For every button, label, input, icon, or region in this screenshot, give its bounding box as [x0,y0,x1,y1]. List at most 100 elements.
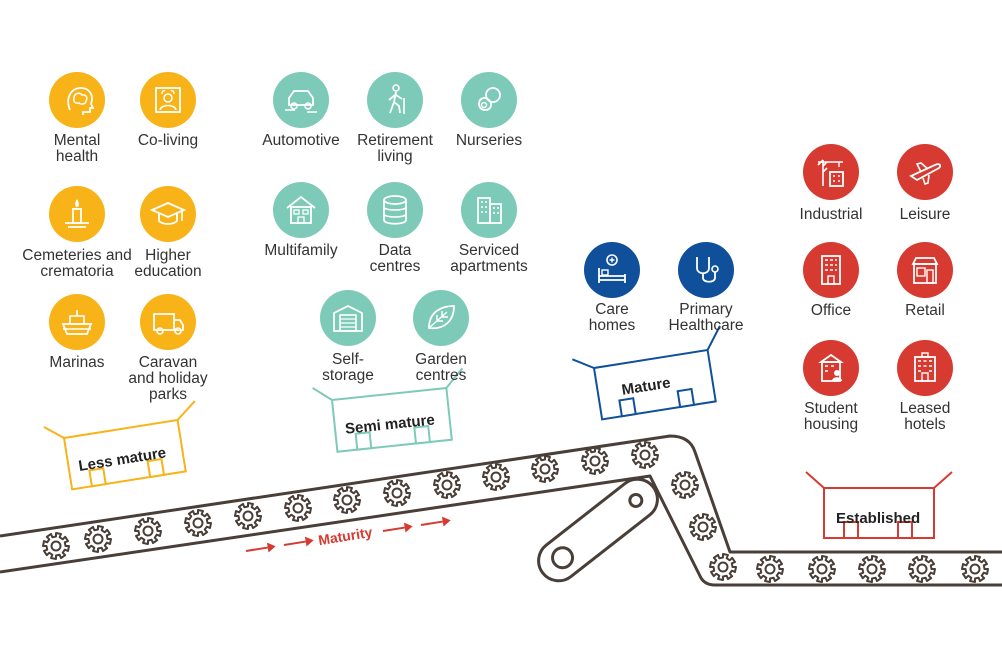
database-icon [367,182,423,238]
semi-mature-box: Semi mature [312,367,464,453]
sector-label: Co-living [138,133,198,149]
gear-icon [671,471,699,499]
mature-box: Mature [571,325,721,421]
sector-label-line: Retail [905,302,945,319]
sector-label-line: health [55,148,99,165]
sector-label-line: Automotive [262,132,340,149]
sector-label-line: Self- [332,351,364,368]
sector-label-line: Mental [53,132,101,149]
arrow-icon [382,522,413,533]
gear-icon [531,455,559,483]
sector-label: Office [811,303,851,319]
leaf-icon [413,290,469,346]
candle-icon [49,186,105,242]
sector-label-line: Caravan [138,354,198,371]
gear-icon [709,553,737,581]
arrow-icon [420,516,451,527]
gear-icon [482,463,510,491]
sector-label-line: living [377,148,413,165]
sector-label-line: Healthcare [668,317,744,334]
sector-label-line: parks [149,386,187,403]
gear-icon [84,525,112,553]
sector-label: Automotive [262,133,340,149]
gear-icon [284,494,312,522]
sector-label-line: Serviced [458,242,520,259]
sector-label: Multifamily [264,243,337,259]
sector-label-line: Leased [899,400,951,417]
sector-label: Self-storage [322,352,374,384]
stethoscope-icon [678,242,734,298]
shopfront-icon [897,242,953,298]
caravan-icon [140,294,196,350]
sector-label: Leisure [900,207,951,223]
boat-icon [49,294,105,350]
sector-label-line: Cemeteries and [22,247,132,264]
sector-label-line: Retirement [357,132,433,149]
gear-icon [234,502,262,530]
sector-label-line: Leisure [899,206,951,223]
hotel-icon [897,340,953,396]
gear-icon [961,555,989,583]
sector-label-line: Care [595,301,629,318]
airplane-icon [897,144,953,200]
sector-label-line: apartments [450,258,528,275]
gear-icon [383,479,411,507]
gear-icon [581,447,609,475]
storage-unit-icon [320,290,376,346]
sector-label-line: centres [415,367,467,384]
sector-label-line: Marinas [49,354,105,371]
gear-icon [858,555,886,583]
gear-icon [908,555,936,583]
sector-label-line: hotels [904,416,946,433]
brain-head-icon [49,72,105,128]
sector-label-line: Garden [415,351,467,368]
sector-label-line: education [134,263,202,280]
established-box: Established [805,471,953,539]
graduation-cap-icon [140,186,196,242]
arrow-icon [283,536,314,547]
gear-icon [184,509,212,537]
less-mature-box: Less mature [43,400,196,491]
sector-label-line: homes [588,317,636,334]
gear-icon [134,517,162,545]
gear-icon [756,555,784,583]
sector-label-line: storage [322,367,374,384]
sector-label-line: Office [810,302,852,319]
sector-label-line: Nurseries [455,132,523,149]
sector-label-line: crematoria [40,263,114,280]
sector-label-line: Data [378,242,412,259]
stage-label: Established [836,510,921,527]
house-icon [273,182,329,238]
sector-label-line: Industrial [799,206,863,223]
student-building-icon [803,340,859,396]
walking-person-icon [367,72,423,128]
sector-label-line: Primary [679,301,733,318]
sector-label: Retail [905,303,945,319]
care-bed-icon [584,242,640,298]
sector-label: Marinas [49,355,104,371]
sector-label-line: centres [369,258,421,275]
pacifier-icon [461,72,517,128]
gear-icon [689,513,717,541]
sector-label-line: housing [803,416,859,433]
gear-icon [808,555,836,583]
office-building-icon [803,242,859,298]
crane-factory-icon [803,144,859,200]
arrow-icon [245,542,276,553]
gear-icon [631,441,659,469]
people-frame-icon [140,72,196,128]
